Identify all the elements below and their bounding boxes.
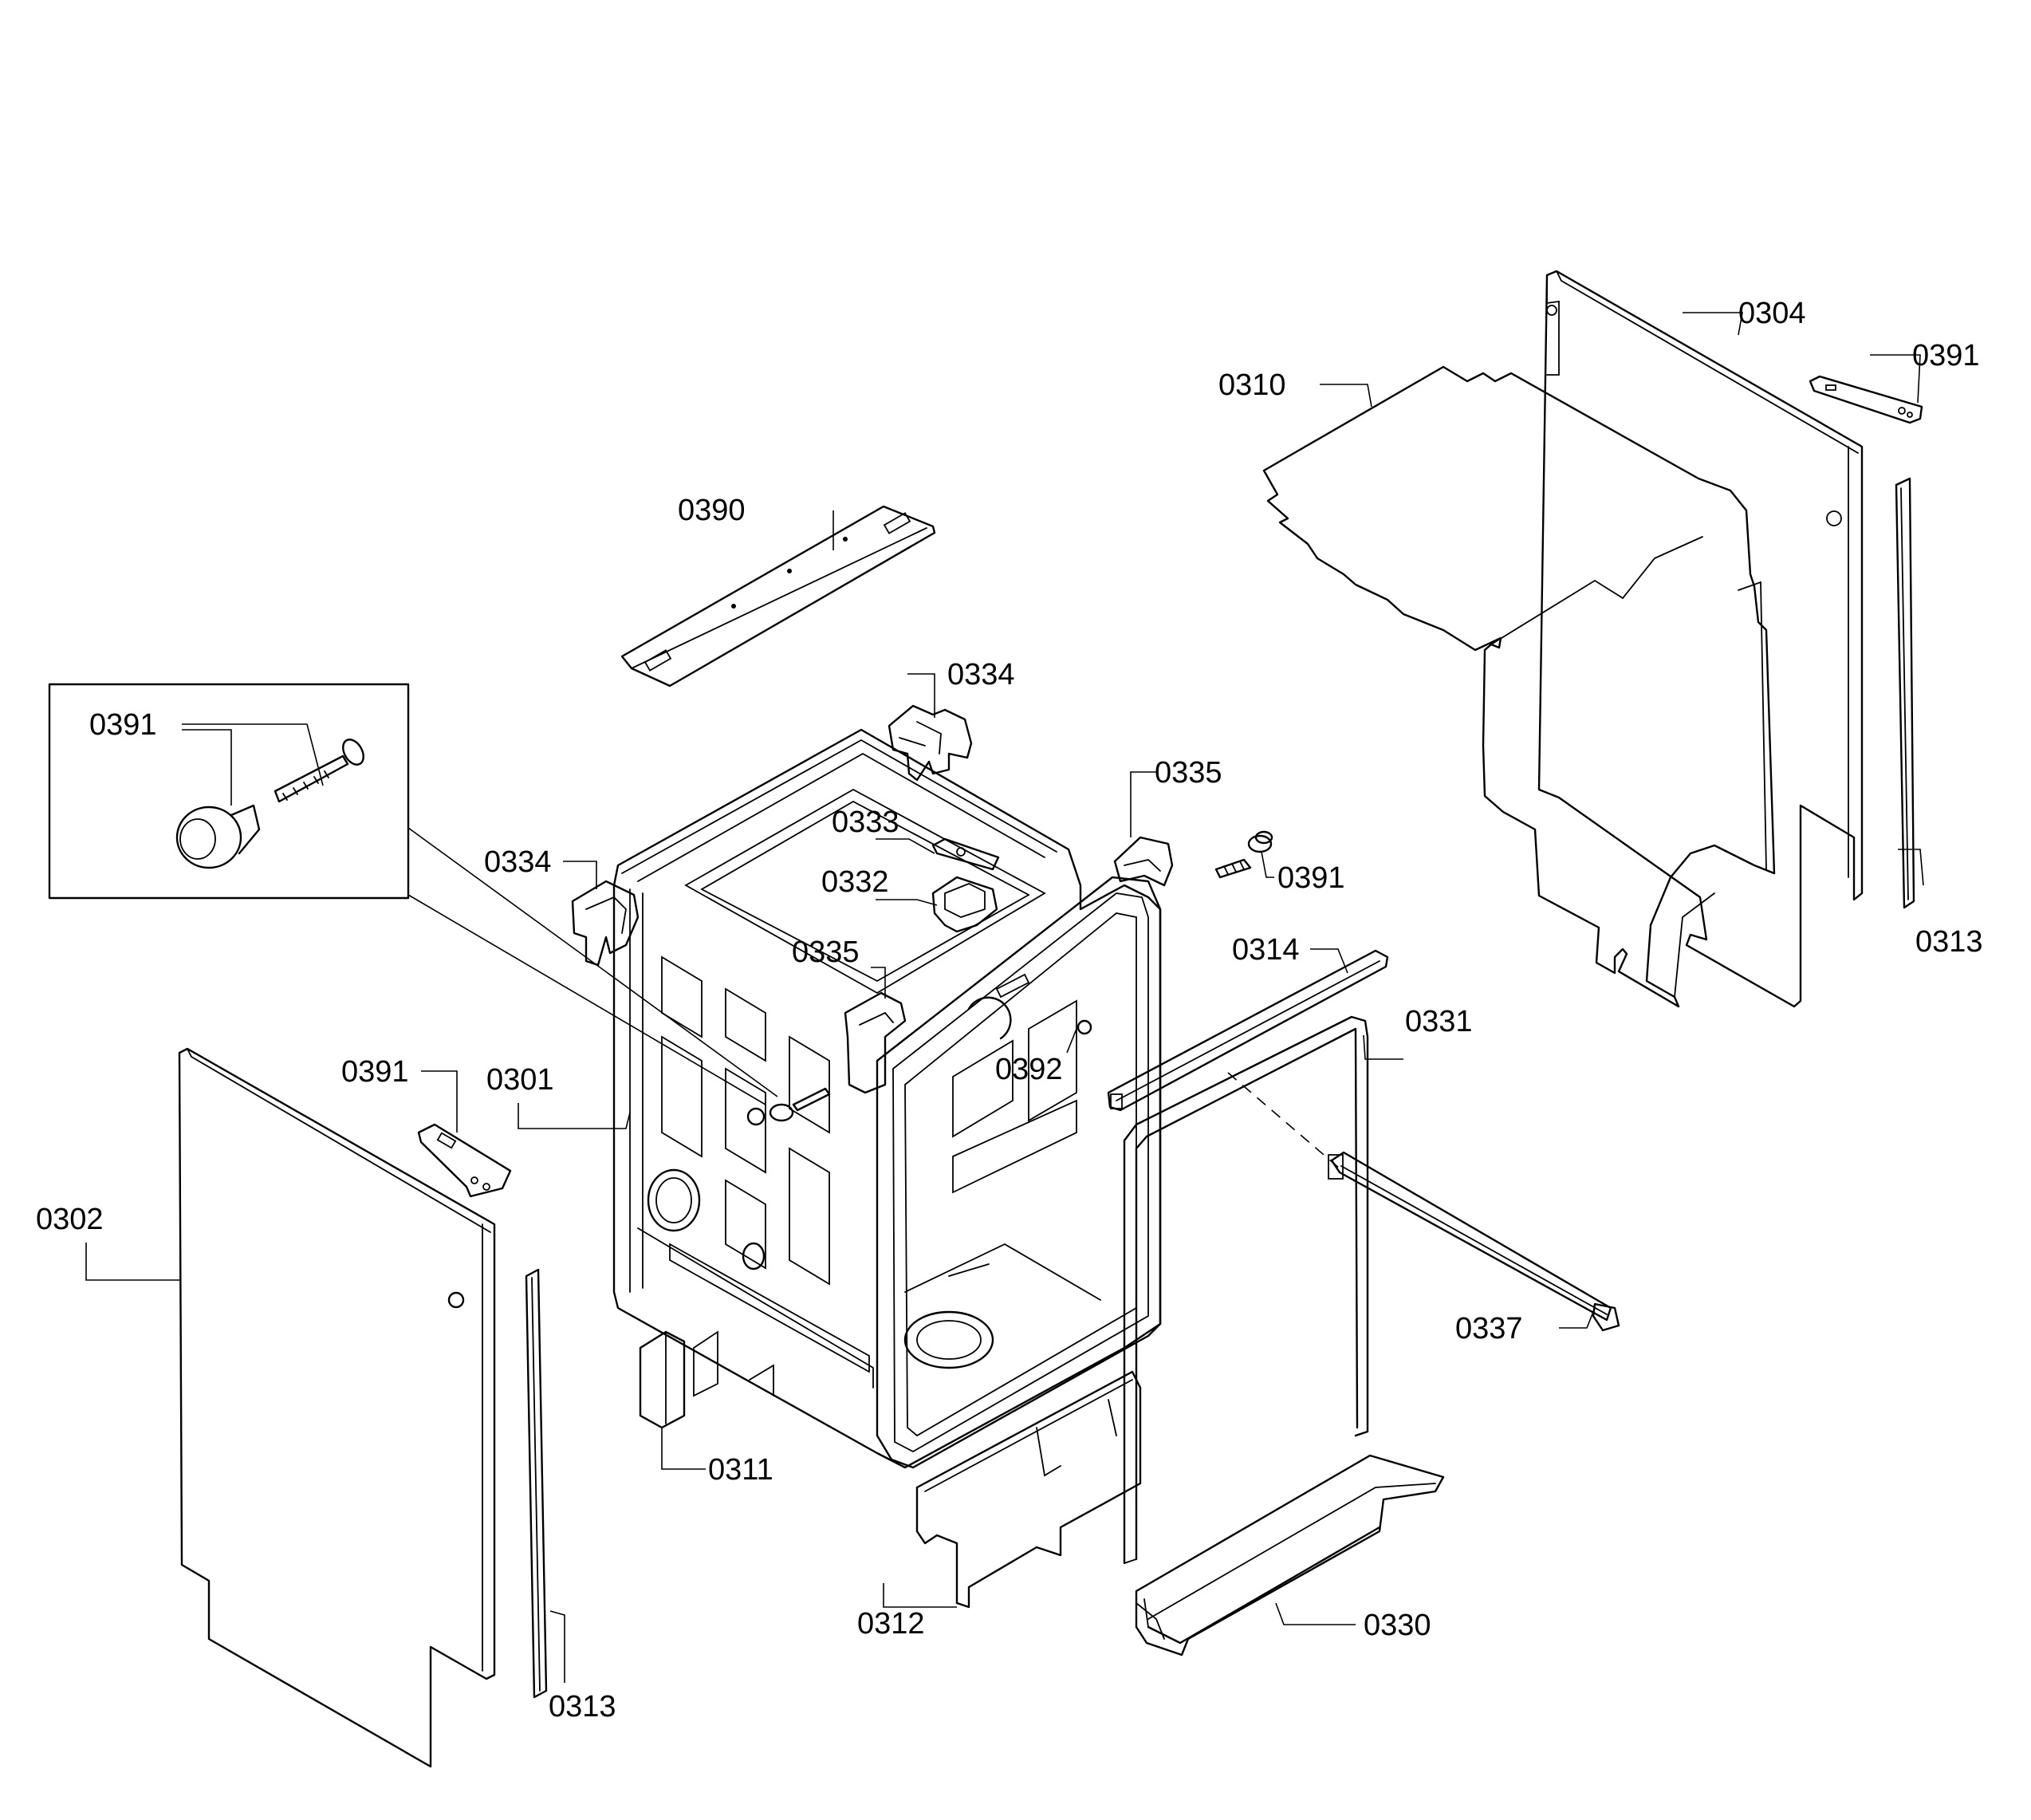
insulation-block-0311 xyxy=(639,1330,686,1429)
detail-inset xyxy=(48,683,778,1105)
bracket-0391-top-right xyxy=(1809,375,1923,424)
label-0391-left: 0391 xyxy=(341,1055,409,1089)
tub-frame-0301 xyxy=(612,728,1162,1469)
label-0337: 0337 xyxy=(1455,1312,1523,1345)
label-0392: 0392 xyxy=(995,1053,1063,1086)
fastener-0391-mid-right xyxy=(1214,830,1273,879)
latch-bracket-0333 xyxy=(931,837,1000,871)
hinge-bracket-0334-left xyxy=(571,880,640,967)
label-0331: 0331 xyxy=(1405,1005,1473,1038)
insulation-mat-0310 xyxy=(1262,365,1776,1008)
label-0334-top: 0334 xyxy=(947,658,1015,691)
label-0312: 0312 xyxy=(857,1607,925,1641)
label-0313-bottom: 0313 xyxy=(549,1690,616,1723)
label-0304: 0304 xyxy=(1738,297,1806,330)
label-0310: 0310 xyxy=(1218,368,1286,402)
bracket-0391-left xyxy=(417,1123,512,1198)
leader-lines xyxy=(85,312,1924,1683)
label-0301: 0301 xyxy=(486,1063,554,1097)
label-0302: 0302 xyxy=(36,1203,104,1236)
label-0313-top-right: 0313 xyxy=(1915,925,1983,959)
insulation-front-0312 xyxy=(915,1370,1142,1609)
assembly-line xyxy=(1227,1072,1340,1169)
label-0311: 0311 xyxy=(708,1453,773,1487)
label-0335-right: 0335 xyxy=(1155,756,1222,790)
callout-labels: 0304 0391 0310 0390 0334 0391 0335 0333 … xyxy=(36,297,1983,1723)
side-panel-left-0302 xyxy=(178,1047,496,1768)
edge-strip-0313-right xyxy=(1895,477,1915,909)
latch-0332 xyxy=(931,876,998,933)
side-panel-right-0304 xyxy=(1537,270,1864,1008)
support-rod-0337 xyxy=(1328,1151,1620,1332)
label-0390: 0390 xyxy=(678,494,746,527)
mounting-clip-0335-right xyxy=(1113,836,1174,887)
label-0333: 0333 xyxy=(832,806,899,839)
top-seal-rail-0314 xyxy=(1107,949,1389,1112)
mounting-rail-0390 xyxy=(620,505,936,687)
label-0330: 0330 xyxy=(1364,1609,1431,1642)
base-tray-0330 xyxy=(1135,1454,1445,1657)
label-0391-inset: 0391 xyxy=(89,708,157,742)
label-0391-top-right: 0391 xyxy=(1912,339,1980,372)
label-0332: 0332 xyxy=(821,865,889,899)
fastener-0391-tub xyxy=(769,1087,831,1122)
label-0335-mid: 0335 xyxy=(792,936,860,969)
hinge-bracket-0334-top xyxy=(888,704,973,782)
label-0314: 0314 xyxy=(1232,933,1300,967)
label-0391-mid-right: 0391 xyxy=(1277,861,1345,895)
label-0334-left: 0334 xyxy=(484,845,552,879)
edge-strip-0313-bottom xyxy=(525,1268,548,1699)
door-seal-0331 xyxy=(1123,1015,1369,1565)
mounting-clip-0335-mid xyxy=(844,991,907,1094)
